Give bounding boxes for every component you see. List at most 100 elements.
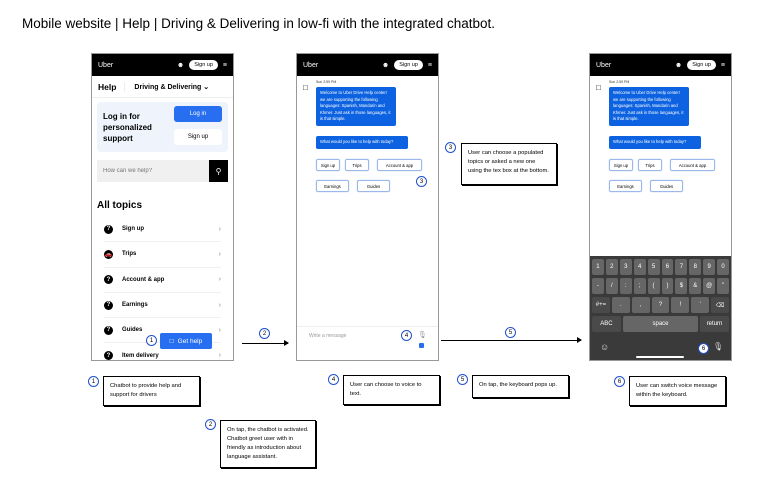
chevron-right-icon: › [218, 225, 221, 233]
step-marker-2: 2 [259, 328, 270, 339]
key[interactable]: @ [703, 278, 716, 294]
chevron-right-icon: › [218, 250, 221, 258]
top-bar: Uber ☻ Sign up ≡ [590, 54, 731, 76]
key[interactable]: 9 [703, 259, 716, 275]
flow-arrow-1 [242, 340, 289, 346]
step-marker-1-note: 1 [88, 376, 99, 387]
uber-logo[interactable]: Uber [303, 61, 319, 69]
topic-label: Item delivery [122, 352, 159, 359]
hamburger-icon[interactable]: ≡ [720, 61, 725, 69]
message-input[interactable]: Write a message [309, 333, 347, 339]
topic-chip[interactable]: Guides [357, 180, 390, 192]
log-in-button[interactable]: Log in [174, 106, 222, 122]
key[interactable]: ( [647, 278, 660, 294]
search-input[interactable] [97, 168, 209, 174]
key[interactable]: ⌫ [711, 297, 730, 313]
welcome-message: Welcome to Uber Drive Help center! we ar… [316, 87, 396, 126]
help-label: Help [98, 81, 126, 92]
key[interactable]: ; [633, 278, 646, 294]
topic-label: Guides [122, 327, 143, 334]
key[interactable]: : [619, 278, 632, 294]
hamburger-icon[interactable]: ≡ [427, 61, 432, 69]
section-dropdown[interactable]: Driving & Delivering ⌄ [134, 83, 209, 91]
topic-chip[interactable]: Sign up [316, 159, 340, 171]
key[interactable]: 6 [661, 259, 674, 275]
topic-chip[interactable]: Earnings [609, 180, 642, 192]
microphone-icon[interactable]: 🎙 [713, 342, 724, 351]
send-icon[interactable] [419, 343, 424, 348]
home-indicator [636, 356, 684, 358]
key[interactable]: 7 [675, 259, 688, 275]
key[interactable]: ? [651, 297, 670, 313]
step-marker-5-note: 5 [457, 374, 468, 385]
topic-chip[interactable]: Account & app [377, 159, 422, 171]
key[interactable]: 1 [591, 259, 604, 275]
key[interactable]: 8 [689, 259, 702, 275]
uber-logo[interactable]: Uber [98, 61, 114, 69]
key[interactable]: , [631, 297, 650, 313]
car-icon: 🚗 [104, 249, 113, 259]
question-circle-icon: ? [104, 300, 113, 310]
key[interactable]: " [717, 278, 730, 294]
topic-item[interactable]: ?Earnings› [104, 293, 221, 319]
question-circle-icon: ? [104, 351, 113, 360]
person-icon[interactable]: ☻ [381, 61, 390, 69]
key[interactable]: / [605, 278, 618, 294]
note-6: User can switch voice message within the… [629, 376, 726, 406]
key[interactable]: space [622, 316, 699, 332]
emoji-icon[interactable]: ☺ [600, 342, 610, 352]
phone-chat-screen: Uber☻Sign up≡ Sun 2:59 PM □ Welcome to U… [296, 53, 439, 361]
key[interactable]: & [689, 278, 702, 294]
uber-logo[interactable]: Uber [596, 61, 612, 69]
chat-icon: □ [169, 337, 174, 345]
key[interactable]: - [591, 278, 604, 294]
search-icon[interactable]: ⚲ [209, 160, 228, 182]
topic-item[interactable]: ?Sign up› [104, 217, 221, 243]
topic-label: Sign up [122, 226, 144, 233]
topic-item[interactable]: 🚗Trips› [104, 242, 221, 268]
key[interactable]: 4 [633, 259, 646, 275]
key[interactable]: 3 [619, 259, 632, 275]
sign-up-button[interactable]: Sign up [687, 60, 716, 70]
keyboard-row: #+=.,?!'⌫ [592, 297, 730, 313]
key[interactable]: ABC [592, 316, 621, 332]
get-help-button[interactable]: □Get help [160, 333, 212, 349]
person-icon[interactable]: ☻ [176, 61, 185, 69]
topic-chip[interactable]: Sign up [609, 159, 633, 171]
key[interactable]: ) [661, 278, 674, 294]
topic-chip[interactable]: Trips [638, 159, 662, 171]
chevron-down-icon: ⌄ [203, 83, 210, 91]
topic-item[interactable]: ?Account & app› [104, 268, 221, 293]
key[interactable]: ' [691, 297, 710, 313]
key[interactable]: . [611, 297, 630, 313]
topic-chip[interactable]: Guides [650, 180, 683, 192]
hamburger-icon[interactable]: ≡ [222, 61, 227, 69]
key[interactable]: #+= [592, 297, 610, 313]
key[interactable]: 0 [717, 259, 730, 275]
note-3: User can choose a populated topics or as… [461, 143, 557, 185]
get-help-label: Get help [177, 337, 203, 345]
sign-up-button[interactable]: Sign up [189, 60, 218, 70]
topic-chip[interactable]: Account & app [670, 159, 715, 171]
sign-up-card-button[interactable]: Sign up [174, 129, 222, 145]
step-marker-2-note: 2 [205, 419, 216, 430]
sign-up-button[interactable]: Sign up [394, 60, 423, 70]
key[interactable]: return [700, 316, 729, 332]
topic-chip[interactable]: Trips [345, 159, 369, 171]
login-prompt: Log in for personalized support [103, 112, 152, 143]
topic-item[interactable]: ?Item delivery› [104, 343, 221, 360]
key[interactable]: ! [671, 297, 690, 313]
person-icon[interactable]: ☻ [674, 61, 683, 69]
key[interactable]: $ [675, 278, 688, 294]
all-topics-heading: All topics [97, 200, 143, 211]
key[interactable]: 5 [647, 259, 660, 275]
question-circle-icon: ? [104, 275, 113, 285]
key[interactable]: 2 [605, 259, 618, 275]
chevron-right-icon: › [218, 301, 221, 309]
step-marker-4-note: 4 [328, 374, 339, 385]
step-marker-1: 1 [146, 335, 157, 346]
topic-chip[interactable]: Earnings [316, 180, 349, 192]
microphone-icon[interactable]: 🎙 [418, 332, 427, 339]
